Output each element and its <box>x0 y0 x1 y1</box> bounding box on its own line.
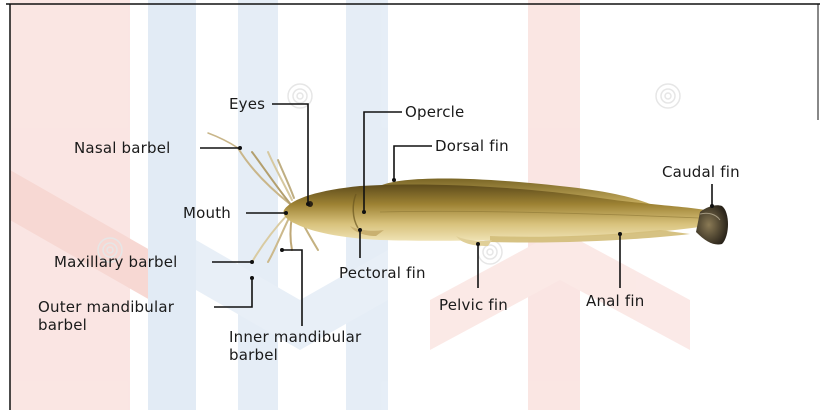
label-dorsal-fin: Dorsal fin <box>435 137 509 155</box>
label-pectoral-fin: Pectoral fin <box>339 264 426 282</box>
label-outer-mandibular-barbel-line2: barbel <box>38 316 87 334</box>
label-eyes: Eyes <box>229 95 265 113</box>
label-inner-mandibular-barbel-line1: Inner mandibular <box>229 328 361 346</box>
leader-dorsal-fin <box>394 146 432 180</box>
label-anal-fin: Anal fin <box>586 292 644 310</box>
label-outer-mandibular-barbel-line1: Outer mandibular <box>38 298 174 316</box>
label-inner-mandibular-barbel-line2: barbel <box>229 346 278 364</box>
label-nasal-barbel: Nasal barbel <box>74 139 171 157</box>
label-mouth: Mouth <box>183 204 231 222</box>
label-caudal-fin: Caudal fin <box>662 163 740 181</box>
label-pelvic-fin: Pelvic fin <box>439 296 508 314</box>
label-opercle: Opercle <box>405 103 464 121</box>
label-maxillary-barbel: Maxillary barbel <box>54 253 178 271</box>
